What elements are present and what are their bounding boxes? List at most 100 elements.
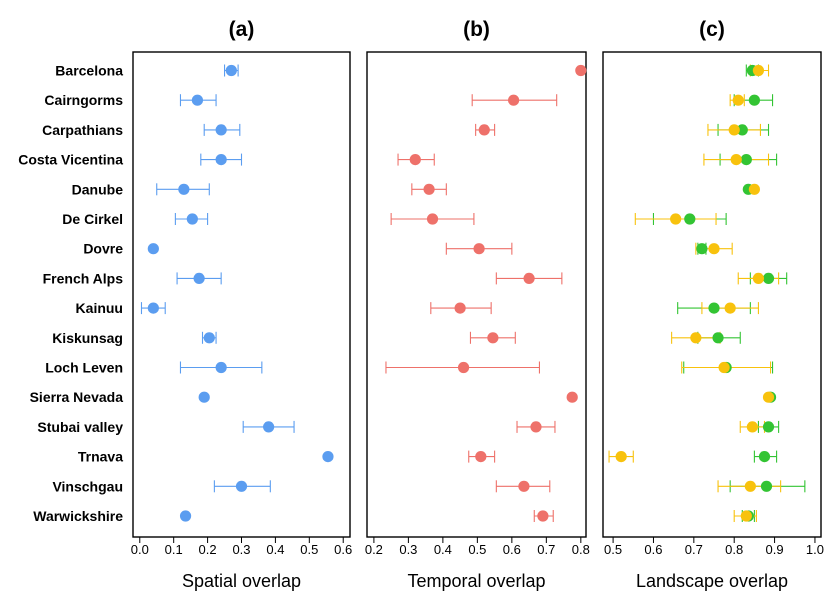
x-tick-label: 0.4 bbox=[434, 542, 452, 557]
data-point bbox=[740, 510, 752, 522]
x-tick-label: 0.3 bbox=[232, 542, 250, 557]
x-tick-label: 0.7 bbox=[685, 542, 703, 557]
data-point bbox=[718, 361, 730, 374]
data-point bbox=[690, 332, 702, 344]
data-point bbox=[684, 213, 696, 225]
data-point bbox=[762, 391, 775, 403]
site-label: Vinschgau bbox=[52, 478, 123, 494]
data-point bbox=[740, 154, 752, 166]
data-point bbox=[762, 272, 775, 284]
data-point bbox=[758, 451, 771, 463]
site-label: Danube bbox=[72, 181, 124, 197]
data-point bbox=[762, 421, 775, 433]
data-point bbox=[537, 510, 549, 522]
data-point bbox=[748, 183, 760, 195]
data-point bbox=[322, 451, 334, 463]
data-point bbox=[473, 243, 485, 255]
data-point bbox=[728, 124, 740, 136]
x-tick-label: 0.5 bbox=[604, 542, 622, 557]
x-tick-label: 0.8 bbox=[572, 542, 590, 557]
data-point bbox=[478, 124, 490, 136]
x-axis-label: Temporal overlap bbox=[407, 571, 545, 591]
data-point bbox=[752, 272, 765, 284]
x-tick-label: 0.0 bbox=[131, 542, 149, 557]
data-point bbox=[712, 332, 724, 344]
site-label: Costa Vicentina bbox=[18, 152, 123, 168]
x-tick-label: 0.6 bbox=[644, 542, 662, 557]
data-point bbox=[670, 213, 682, 225]
data-point bbox=[575, 64, 587, 77]
site-label: Trnava bbox=[78, 449, 123, 465]
site-label: Barcelona bbox=[55, 63, 123, 79]
x-tick-label: 1.0 bbox=[806, 542, 824, 557]
x-axis-label: Landscape overlap bbox=[636, 571, 788, 591]
site-label: French Alps bbox=[43, 270, 124, 286]
x-tick-label: 0.4 bbox=[266, 542, 284, 557]
data-point bbox=[730, 154, 742, 166]
data-point bbox=[263, 421, 275, 433]
data-point bbox=[736, 124, 748, 136]
data-point bbox=[760, 480, 773, 492]
x-axis-label: Spatial overlap bbox=[182, 571, 301, 591]
data-point bbox=[748, 94, 760, 106]
x-tick-label: 0.2 bbox=[199, 542, 217, 557]
x-tick-label: 0.1 bbox=[165, 542, 183, 557]
plot-frame bbox=[366, 51, 587, 538]
x-tick-label: 0.7 bbox=[537, 542, 555, 557]
site-label: Warwickshire bbox=[33, 508, 123, 524]
data-point bbox=[193, 272, 205, 284]
data-point bbox=[475, 451, 487, 463]
data-point bbox=[530, 421, 542, 433]
site-label: Sierra Nevada bbox=[30, 389, 124, 405]
data-point bbox=[507, 94, 520, 106]
data-point bbox=[523, 272, 535, 284]
data-point bbox=[235, 480, 248, 492]
data-point bbox=[186, 213, 198, 225]
data-point bbox=[147, 302, 159, 314]
data-point bbox=[191, 94, 204, 106]
data-point bbox=[752, 64, 765, 77]
panel-title: (b) bbox=[463, 18, 490, 41]
data-point bbox=[457, 361, 470, 374]
panel-title: (a) bbox=[229, 18, 255, 41]
data-point bbox=[454, 302, 466, 314]
data-point bbox=[732, 94, 744, 106]
data-point bbox=[225, 64, 237, 77]
data-point bbox=[215, 154, 227, 166]
site-label: Kainuu bbox=[76, 300, 123, 316]
plot-frame bbox=[602, 51, 822, 538]
data-point bbox=[203, 332, 215, 344]
site-label: Kiskunsag bbox=[52, 330, 123, 346]
x-tick-label: 0.6 bbox=[334, 542, 352, 557]
site-label: Loch Leven bbox=[45, 360, 123, 376]
site-label: Stubai valley bbox=[37, 419, 123, 435]
data-point bbox=[708, 243, 720, 255]
x-tick-label: 0.9 bbox=[766, 542, 784, 557]
x-tick-label: 0.5 bbox=[300, 542, 318, 557]
site-label: Cairngorms bbox=[44, 92, 123, 108]
data-point bbox=[423, 183, 435, 195]
x-tick-label: 0.8 bbox=[725, 542, 743, 557]
data-point bbox=[409, 154, 421, 166]
data-point bbox=[518, 480, 530, 492]
data-point bbox=[746, 421, 758, 433]
data-point bbox=[215, 361, 227, 374]
data-point bbox=[744, 480, 756, 492]
data-point bbox=[708, 302, 720, 314]
site-label: Carpathians bbox=[42, 122, 123, 138]
site-label: De Cirkel bbox=[62, 211, 123, 227]
data-point bbox=[696, 243, 708, 255]
data-point bbox=[566, 391, 578, 403]
data-point bbox=[198, 391, 210, 403]
plot-frame bbox=[132, 51, 351, 538]
data-point bbox=[147, 243, 159, 255]
x-tick-label: 0.6 bbox=[503, 542, 521, 557]
data-point bbox=[179, 510, 192, 522]
site-label: Dovre bbox=[83, 241, 123, 257]
data-point bbox=[426, 213, 439, 225]
panel-title: (c) bbox=[699, 18, 725, 41]
x-tick-label: 0.3 bbox=[399, 542, 417, 557]
